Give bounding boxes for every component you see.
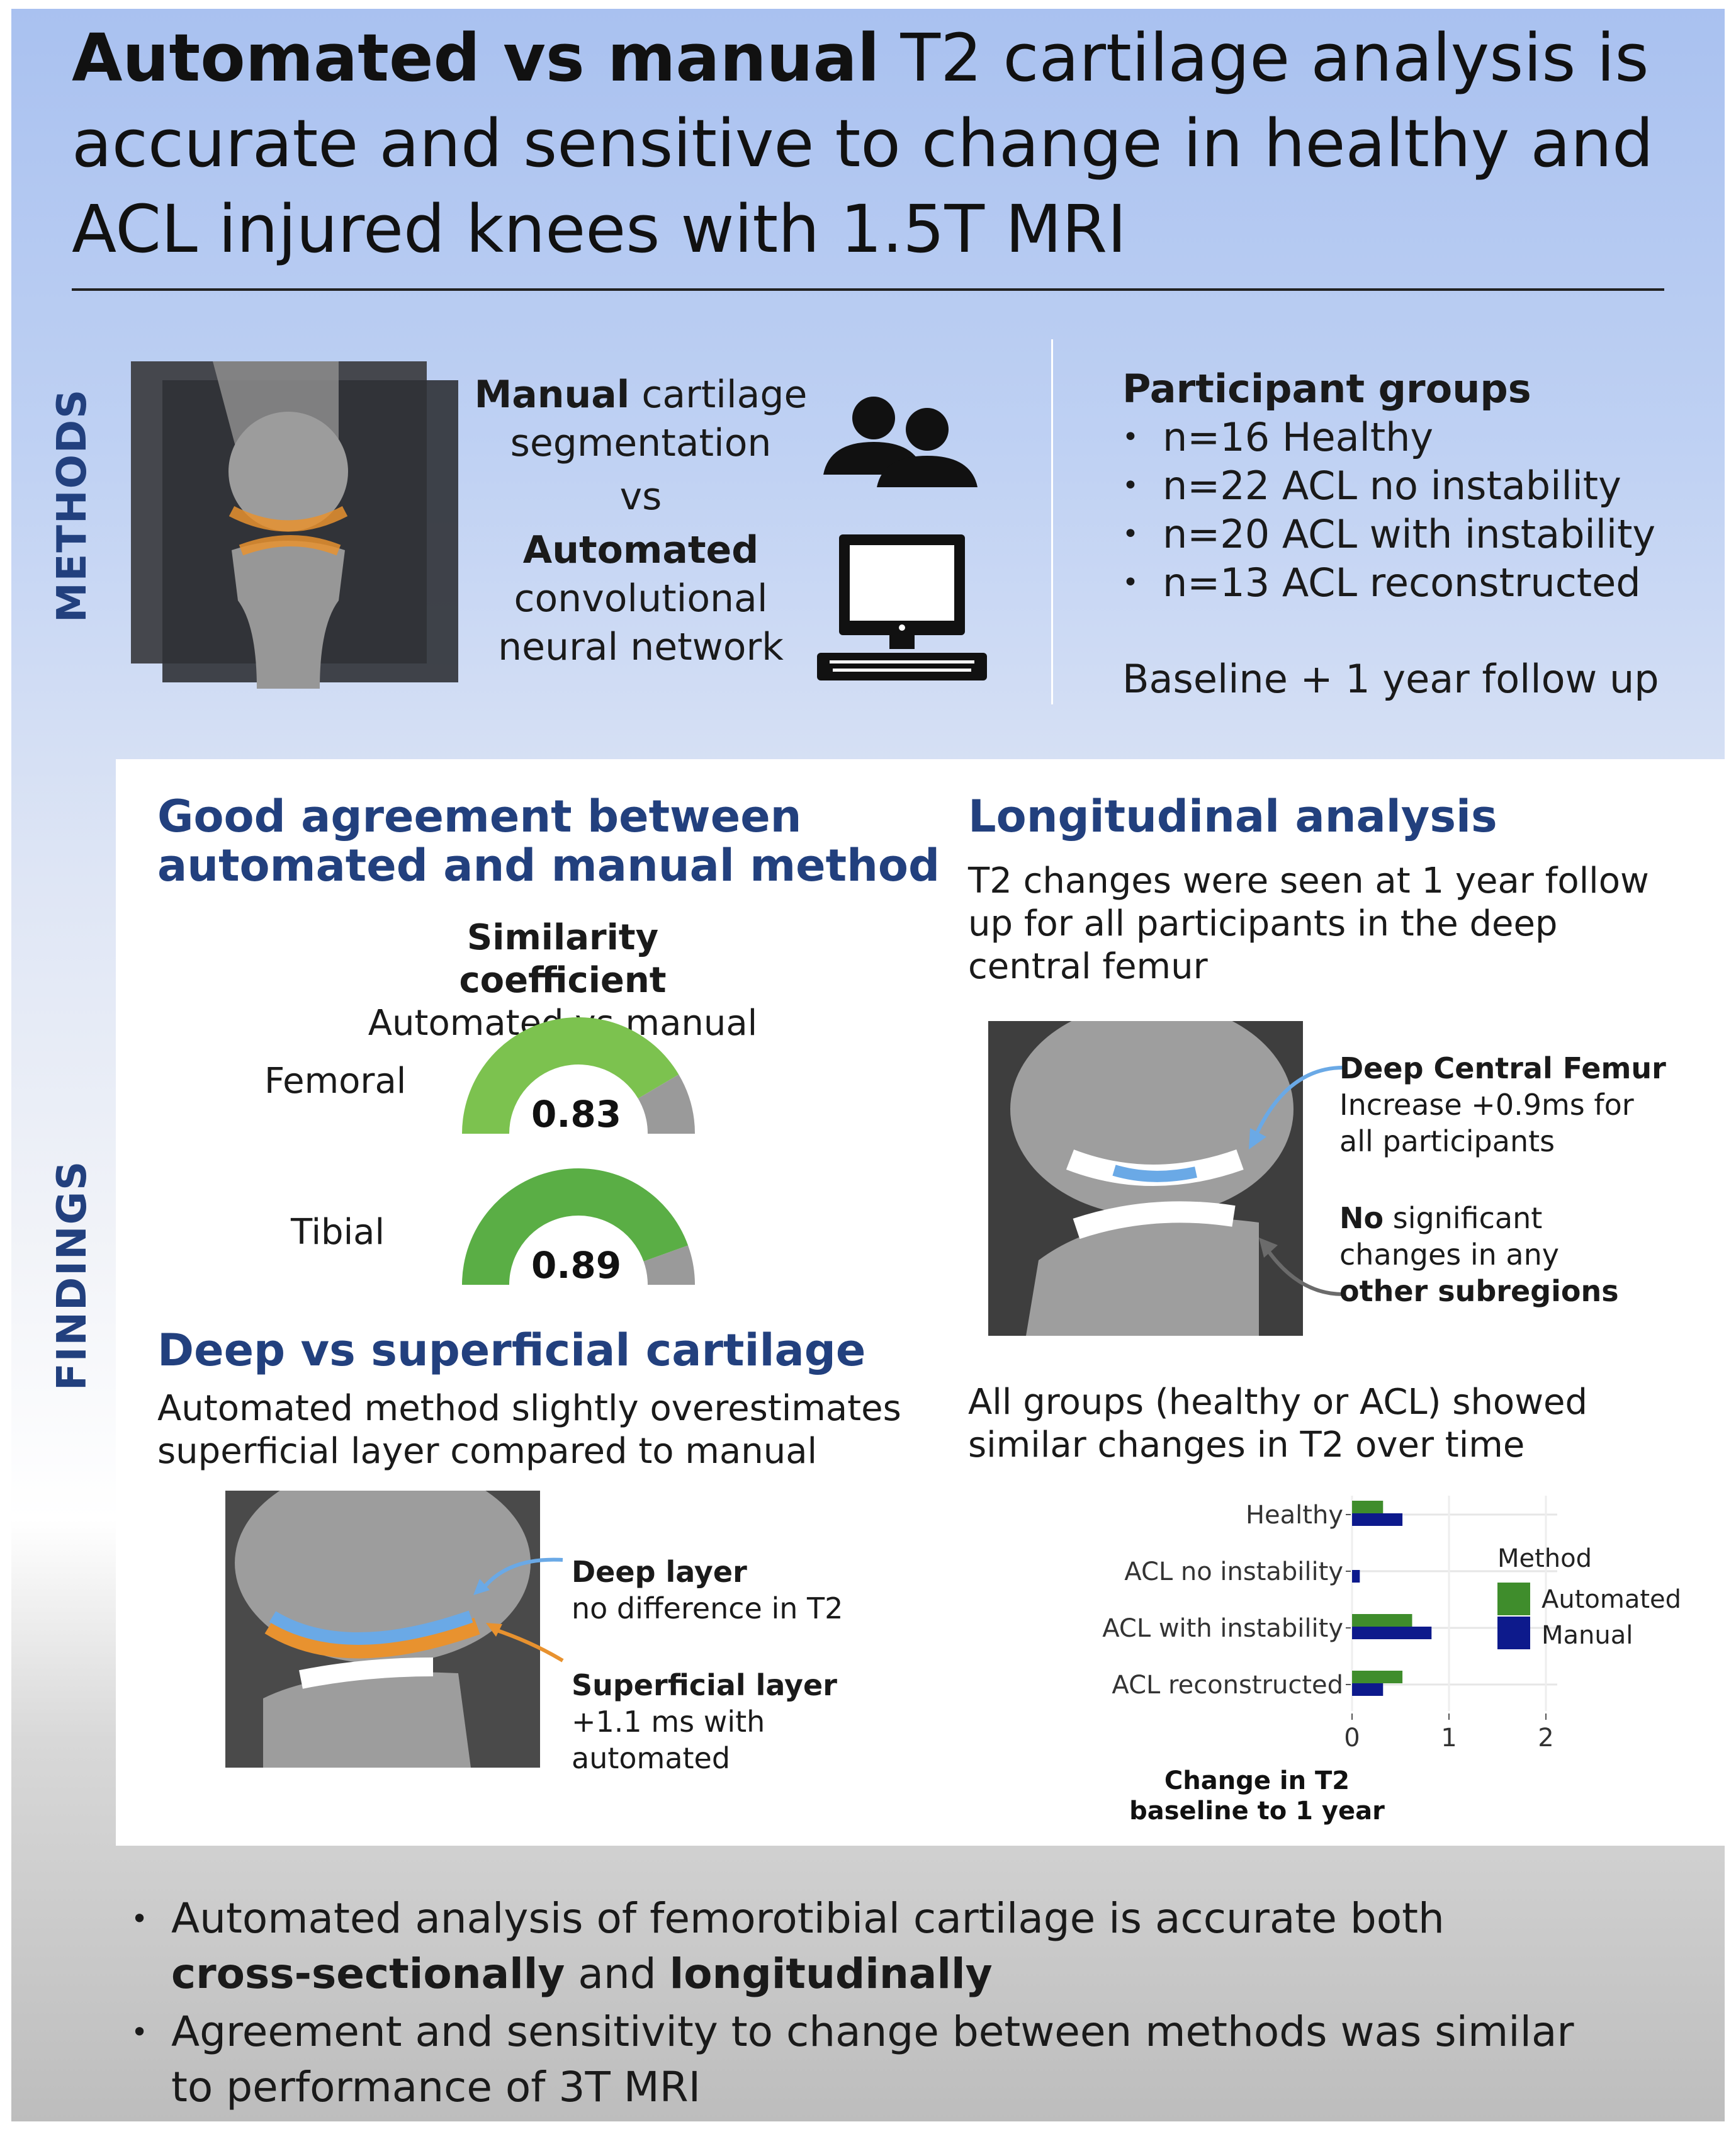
methods-divider: [1051, 339, 1053, 704]
automated-label: Automated: [522, 528, 759, 572]
groups-change-text: All groups (healthy or ACL) showed simil…: [968, 1382, 1587, 1465]
legend-swatch-automated: [1497, 1583, 1530, 1615]
superficial-layer-sub-2: automated: [572, 1741, 731, 1775]
conclusion-item: Automated analysis of femorotibial carti…: [131, 1891, 1667, 2002]
x-tick-label: 2: [1538, 1724, 1553, 1753]
superficial-layer-sub-1: +1.1 ms with: [572, 1705, 765, 1739]
title-divider: [72, 288, 1664, 291]
deep-layer-sub: no difference in T2: [572, 1591, 843, 1625]
no-change-line-1: No significant: [1339, 1201, 1543, 1235]
legend-swatch-manual: [1497, 1617, 1530, 1649]
layer-mri-illustration: [225, 1491, 540, 1768]
category-label: ACL with instability: [1102, 1614, 1343, 1643]
group-item: n=20 ACL with instability: [1122, 510, 1659, 558]
participant-groups: Participant groups n=16 Healthy n=22 ACL…: [1122, 364, 1659, 703]
knee-mri-illustration: [131, 361, 458, 689]
dcf-sub-1: Increase +0.9ms for: [1339, 1088, 1634, 1122]
tibial-label: Tibial: [291, 1212, 385, 1253]
deep-superficial-text: Automated method slightly overestimates …: [157, 1388, 901, 1472]
deep-superficial-heading: Deep vs superficial cartilage: [157, 1324, 866, 1376]
group-item: n=13 ACL reconstructed: [1122, 558, 1659, 607]
bar-automated-0: [1352, 1501, 1384, 1513]
bar-manual-3: [1352, 1683, 1384, 1696]
legend-label-manual: Manual: [1542, 1621, 1633, 1650]
automated-desc-1: convolutional: [514, 577, 768, 621]
tibial-gauge-fill: [462, 1168, 689, 1285]
no-change-line-3: other subregions: [1339, 1274, 1619, 1308]
x-tick-label: 1: [1441, 1724, 1457, 1753]
conclusions-list: Automated analysis of femorotibial carti…: [131, 1891, 1667, 2118]
bar-automated-2: [1352, 1614, 1412, 1627]
longitudinal-heading: Longitudinal analysis: [968, 791, 1497, 842]
vs-label: vs: [619, 475, 662, 519]
superficial-layer-annotation: Superficial layer +1.1 ms with automated: [572, 1667, 837, 1776]
followup-text: Baseline + 1 year follow up: [1122, 656, 1659, 702]
title-bold: Automated vs manual: [72, 20, 880, 96]
bar-manual-1: [1352, 1570, 1360, 1583]
computer-icon: [817, 534, 987, 680]
deep-layer-annotation: Deep layer no difference in T2: [572, 1554, 843, 1627]
manual-label: Manual cartilage segmentation: [474, 373, 808, 465]
femoral-gauge-fill: [462, 1017, 679, 1134]
femur-mri-illustration: [988, 1021, 1303, 1336]
group-item: n=16 Healthy: [1122, 413, 1659, 461]
group-item: n=22 ACL no instability: [1122, 461, 1659, 510]
category-label: ACL no instability: [1124, 1557, 1343, 1586]
participant-group-list: n=16 Healthy n=22 ACL no instability n=2…: [1122, 413, 1659, 607]
legend-label-automated: Automated: [1542, 1585, 1681, 1614]
chart-xlabel-1: Change in T2: [1164, 1766, 1350, 1795]
category-label: Healthy: [1246, 1501, 1343, 1530]
tibial-gauge: [462, 1168, 695, 1285]
methods-comparison-text: Manual cartilage segmentation vs Automat…: [465, 371, 817, 672]
femoral-gauge-value: 0.83: [531, 1093, 622, 1136]
legend-title: Method: [1497, 1544, 1592, 1573]
bar-automated-3: [1352, 1671, 1403, 1683]
dcf-sub-2: all participants: [1339, 1124, 1555, 1158]
category-label: ACL reconstructed: [1112, 1671, 1343, 1700]
agreement-heading: Good agreement between automated and man…: [157, 791, 940, 891]
findings-label: FINDINGS: [49, 1160, 96, 1391]
chart-x-ticks: 0 1 2: [1344, 1713, 1554, 1753]
infographic: Automated vs manual T2 cartilage analysi…: [11, 9, 1725, 2121]
longitudinal-text: T2 changes were seen at 1 year follow up…: [968, 861, 1649, 987]
femoral-gauge: [462, 1017, 695, 1134]
tibial-gauge-remainder: [643, 1245, 695, 1285]
x-tick-label: 0: [1344, 1724, 1360, 1753]
tibial-gauge-value: 0.89: [531, 1244, 622, 1287]
dcf-label: Deep Central Femur: [1339, 1051, 1666, 1085]
femoral-gauge-remainder: [638, 1074, 695, 1134]
findings-panel: Good agreement between automated and man…: [116, 759, 1725, 1846]
femoral-label: Femoral: [264, 1061, 407, 1102]
conclusion-item: Agreement and sensitivity to change betw…: [131, 2004, 1667, 2115]
title-rest: T2 cartilage analysis is accurate and se…: [72, 20, 1654, 268]
deep-layer-label: Deep layer: [572, 1555, 747, 1589]
similarity-title: Similarity coefficient: [459, 917, 667, 1001]
infographic-title: Automated vs manual T2 cartilage analysi…: [72, 15, 1677, 272]
bar-manual-0: [1352, 1513, 1403, 1526]
femur-arrows: [1249, 1066, 1344, 1296]
no-change-annotation: No significant changes in any other subr…: [1339, 1200, 1619, 1309]
dcf-annotation: Deep Central Femur Increase +0.9ms for a…: [1339, 1050, 1666, 1160]
chart-xlabel-2: baseline to 1 year: [1129, 1797, 1385, 1826]
participant-groups-title: Participant groups: [1122, 366, 1531, 412]
automated-desc-2: neural network: [498, 625, 784, 669]
people-icon: [823, 397, 978, 487]
superficial-layer-label: Superficial layer: [572, 1668, 837, 1702]
layer-arrows: [473, 1557, 564, 1663]
chart-bars: [1352, 1501, 1432, 1696]
no-change-line-2: changes in any: [1339, 1238, 1559, 1272]
bar-manual-2: [1352, 1627, 1432, 1639]
methods-label: METHODS: [49, 388, 96, 623]
